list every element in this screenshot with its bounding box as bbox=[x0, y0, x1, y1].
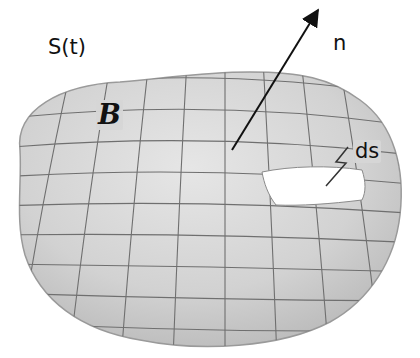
surface-grid bbox=[0, 60, 420, 358]
normal-label: n bbox=[333, 32, 346, 55]
grid-line bbox=[173, 60, 187, 358]
grid-line bbox=[0, 322, 420, 331]
surface-label: S(t) bbox=[48, 36, 86, 59]
grid-line bbox=[0, 203, 420, 214]
grid-line bbox=[0, 109, 420, 127]
grid-line bbox=[377, 60, 420, 358]
grid-line bbox=[0, 293, 420, 301]
grid-line bbox=[17, 60, 73, 358]
grid-line bbox=[263, 60, 277, 358]
grid-line bbox=[224, 60, 225, 358]
grid-line bbox=[0, 264, 420, 272]
grid-line bbox=[0, 60, 35, 358]
grid-line bbox=[301, 60, 329, 358]
leader-zigzag bbox=[326, 147, 348, 186]
body-label: B bbox=[96, 100, 123, 130]
grid-line bbox=[0, 351, 420, 358]
grid-line bbox=[0, 234, 420, 243]
normal-arrow bbox=[232, 10, 318, 150]
element-label: ds bbox=[353, 140, 381, 163]
grid-line bbox=[121, 60, 149, 358]
surface-element-ds bbox=[262, 167, 365, 205]
grid-line bbox=[0, 78, 420, 98]
